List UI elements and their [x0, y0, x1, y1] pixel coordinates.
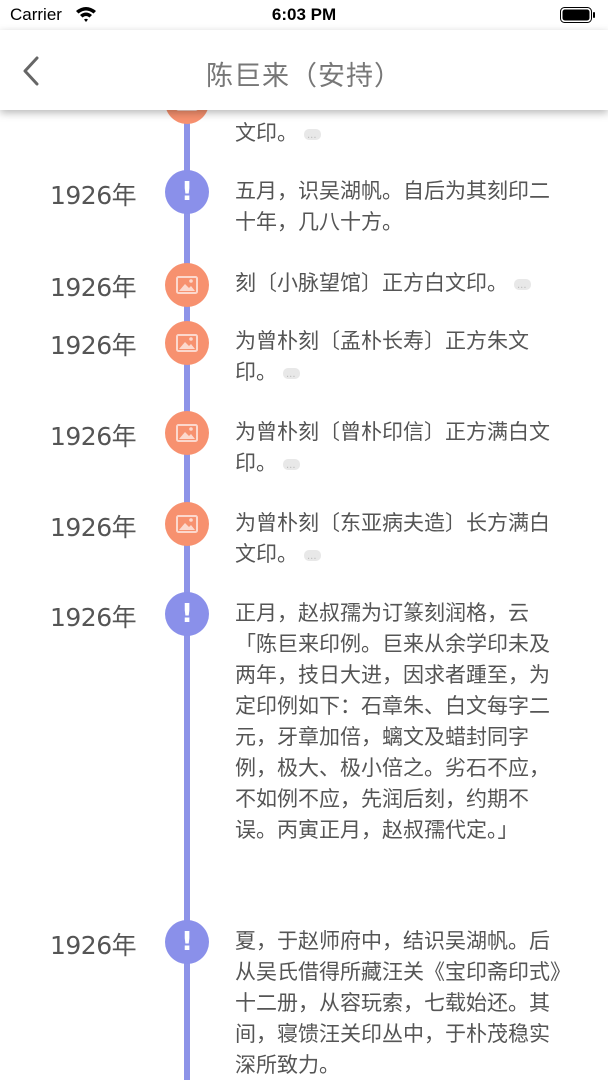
- timeline-item-year: 1926年: [50, 513, 137, 542]
- timeline-item-year: 1926年: [50, 181, 137, 210]
- timeline-item-text: 夏，于赵师府中，结识吴湖帆。后从吴氏借得所藏汪关《宝印斋印式》十二册，从容玩索，…: [235, 929, 561, 1077]
- comment-icon[interactable]: [283, 362, 300, 393]
- timeline-item-year: 1926年: [50, 931, 137, 960]
- chevron-left-icon: [23, 56, 39, 86]
- image-icon: [176, 515, 198, 533]
- comment-icon[interactable]: [283, 453, 300, 484]
- image-icon: [176, 424, 198, 442]
- comment-icon[interactable]: [304, 123, 321, 154]
- timeline-marker-info[interactable]: !: [165, 170, 209, 214]
- status-time: 6:03 PM: [271, 5, 337, 24]
- timeline-item-text: 五月，识吴湖帆。自后为其刻印二十年，几八十方。: [235, 179, 550, 234]
- timeline-item-text: 文印。: [235, 118, 570, 154]
- status-bar: Carrier 6:03 PM: [0, 0, 608, 30]
- wifi-icon: [76, 7, 96, 22]
- comment-icon[interactable]: [304, 544, 321, 575]
- exclamation-icon: !: [181, 177, 193, 207]
- exclamation-icon: !: [181, 599, 193, 629]
- timeline-marker-image[interactable]: [165, 321, 209, 365]
- image-icon: [176, 334, 198, 352]
- timeline-item-year: 1926年: [50, 331, 137, 360]
- timeline-item-year: 1926年: [50, 273, 137, 302]
- exclamation-icon: !: [181, 927, 193, 957]
- timeline-item-text: 为曾朴刻〔东亚病夫造〕长方满白文印。: [235, 508, 570, 575]
- carrier-label: Carrier: [10, 5, 62, 24]
- timeline-item-text: 正月，赵叔孺为订篆刻润格，云「陈巨来印例。巨来从余学印未及两年，技日大进，因求者…: [235, 601, 550, 842]
- timeline-item-text: 为曾朴刻〔孟朴长寿〕正方朱文印。: [235, 326, 570, 393]
- timeline-marker-image[interactable]: [165, 411, 209, 455]
- timeline-marker-image[interactable]: [165, 502, 209, 546]
- timeline-item-text: 刻〔小脉望馆〕正方白文印。: [235, 268, 570, 304]
- timeline-item-year: 1926年: [50, 422, 137, 451]
- timeline-item-year: 1926年: [50, 603, 137, 632]
- page-title: 陈巨来（安持）: [206, 61, 402, 92]
- navigation-bar: 陈巨来（安持）: [0, 30, 608, 110]
- comment-icon[interactable]: [514, 273, 531, 304]
- back-button[interactable]: [10, 46, 56, 92]
- timeline-marker-info[interactable]: !: [165, 592, 209, 636]
- battery-icon: [560, 7, 595, 23]
- timeline-item-text: 为曾朴刻〔曾朴印信〕正方满白文印。: [235, 417, 570, 484]
- timeline-marker-image[interactable]: [165, 263, 209, 307]
- timeline-marker-info[interactable]: !: [165, 920, 209, 964]
- image-icon: [176, 276, 198, 294]
- timeline-line: [184, 100, 190, 1080]
